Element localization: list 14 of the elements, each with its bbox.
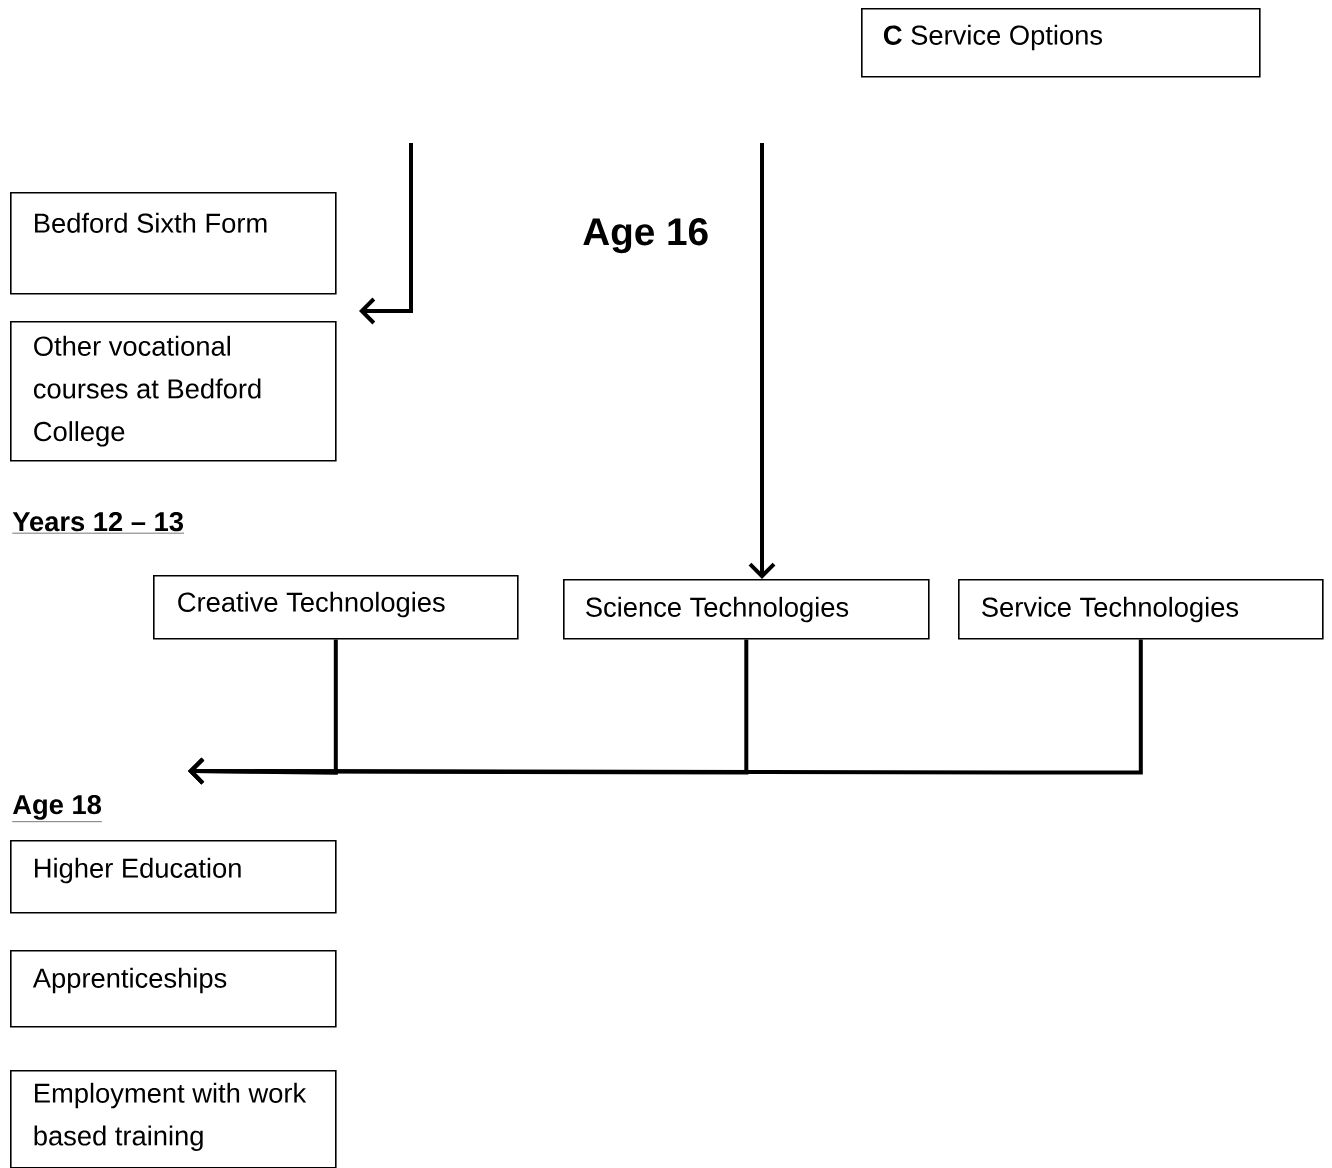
- arrow: [188, 639, 1143, 785]
- arrow: [748, 143, 776, 579]
- process-box: Higher Education: [10, 840, 337, 914]
- heading: Years 12 – 13: [12, 511, 185, 534]
- process-box: Science Technologies: [563, 579, 930, 640]
- process-box: Bedford Sixth Form: [10, 192, 337, 295]
- process-box: Service Technologies: [958, 579, 1324, 640]
- arrow: [359, 143, 413, 325]
- process-box: Other vocational courses at Bedford College: [10, 321, 337, 462]
- process-box: Creative Technologies: [153, 575, 519, 640]
- process-box: Employment with work based training: [10, 1070, 337, 1168]
- heading: Age 16: [583, 218, 708, 254]
- process-box: Apprenticeships: [10, 950, 337, 1028]
- process-box: C Service Options: [861, 8, 1261, 78]
